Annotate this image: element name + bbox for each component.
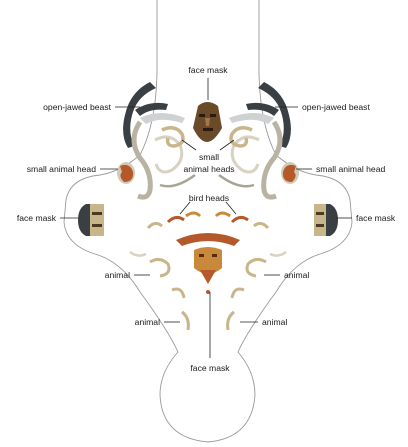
label-small-heads-line2: animal heads <box>183 164 234 174</box>
label-face-mask-top: face mask <box>188 65 228 75</box>
label-face-mask-right: face mask <box>356 213 396 223</box>
label-bird-heads: bird heads <box>189 193 229 203</box>
label-animal-left-lower: animal <box>135 317 160 327</box>
label-small-animal-head-left: small animal head <box>27 164 96 174</box>
face-mask-left-mark <box>78 204 104 236</box>
label-animal-right-upper: animal <box>284 270 309 280</box>
label-animal-right-lower: animal <box>262 317 287 327</box>
label-small-animal-head-right: small animal head <box>316 164 385 174</box>
small-animal-head-right-mark <box>281 162 299 184</box>
label-open-jawed-beast-left: open-jawed beast <box>43 102 111 112</box>
label-open-jawed-beast-right: open-jawed beast <box>302 102 370 112</box>
face-mask-right-mark <box>314 204 338 236</box>
label-face-mask-bottom: face mask <box>190 363 230 373</box>
label-animal-left-upper: animal <box>105 270 130 280</box>
label-face-mask-left: face mask <box>17 213 57 223</box>
label-small-heads-line1: small <box>199 152 219 162</box>
small-animal-head-left-mark <box>117 162 135 184</box>
